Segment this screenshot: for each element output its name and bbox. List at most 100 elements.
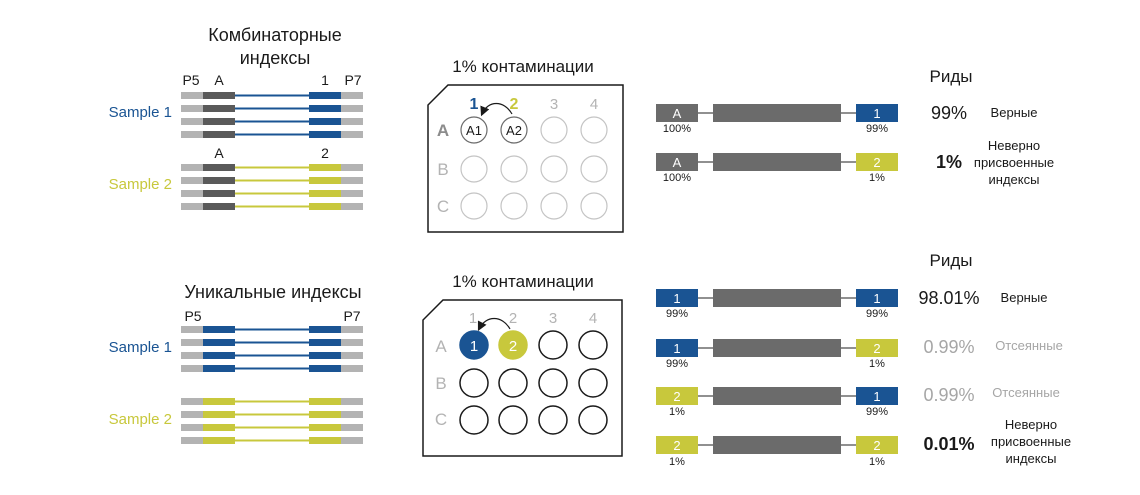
read-desc: Верные	[1001, 290, 1048, 305]
sample2-label: Sample 2	[109, 176, 172, 193]
read-right-index: 1	[873, 106, 880, 121]
well	[578, 330, 608, 360]
bottom-plate-title: 1% контаминации	[452, 272, 594, 291]
plate-wells	[460, 116, 608, 220]
fragment	[181, 339, 363, 346]
read-desc-line3: индексы	[989, 172, 1040, 187]
read-right-pct: 99%	[866, 406, 888, 418]
sample2-label: Sample 2	[109, 411, 172, 428]
well	[578, 368, 608, 398]
fragment	[181, 203, 363, 210]
read-value: 0.99%	[923, 385, 974, 405]
well	[460, 192, 488, 220]
p5-label: P5	[182, 72, 199, 88]
read-right-index: 2	[873, 341, 880, 356]
fragment	[181, 92, 363, 99]
read-desc-line2: присвоенные	[974, 155, 1054, 170]
plate-wells	[459, 330, 608, 435]
read-right-pct: 1%	[869, 358, 885, 370]
bottom-reads-panel: Риды 1 1 99% 99% 98.01% Верные 1 2 99% 1…	[656, 251, 1071, 468]
fragment	[181, 411, 363, 418]
read-desc-line3: индексы	[1006, 451, 1057, 466]
read-row: A 1 100% 99% 99% Верные	[656, 103, 1037, 135]
read-row: 2 2 1% 1% 0.01% Неверно присвоенные инде…	[656, 417, 1071, 468]
fragment	[181, 365, 363, 372]
combinatorial-title-line2: индексы	[240, 48, 311, 68]
read-desc-line1: Неверно	[1005, 417, 1057, 432]
bottom-plate-panel: 1% контаминации 1 2 3 4 A B C 1 2	[422, 272, 623, 457]
plate-row-a: A	[435, 337, 447, 356]
well	[498, 405, 528, 435]
read-left-index: A	[673, 155, 682, 170]
read-left-pct: 99%	[666, 308, 688, 320]
plate-outline	[422, 299, 623, 457]
read-row: 1 2 99% 1% 0.99% Отсеянные	[656, 337, 1063, 370]
read-desc-line2: присвоенные	[991, 434, 1071, 449]
read-right-pct: 99%	[866, 308, 888, 320]
unique-title: Уникальные индексы	[184, 282, 361, 302]
well	[580, 116, 608, 144]
well	[540, 116, 568, 144]
sample2-i7-label: 2	[321, 145, 329, 161]
read-value: 0.01%	[923, 434, 974, 454]
contamination-arrow	[480, 102, 513, 117]
well-2-label: 2	[509, 338, 517, 355]
well-a2-label: A2	[506, 123, 522, 138]
plate-col-3: 3	[549, 310, 557, 327]
read-right-index: 2	[873, 155, 880, 170]
read-right-index: 1	[873, 389, 880, 404]
combinatorial-title-line1: Комбинаторные	[208, 25, 342, 45]
well	[538, 330, 568, 360]
read-value: 99%	[931, 103, 967, 123]
fragment	[181, 164, 363, 171]
sample1-fragments	[181, 326, 363, 372]
bottom-reads-header: Риды	[930, 251, 973, 270]
plate-col-1: 1	[469, 310, 477, 327]
well-a1-label: A1	[466, 123, 482, 138]
well	[498, 368, 528, 398]
top-plate-panel: 1% контаминации 1 2 3 4 A B C A1 A2	[427, 57, 624, 233]
read-value: 1%	[936, 152, 962, 172]
contamination-arrow	[477, 317, 511, 332]
read-value: 0.99%	[923, 337, 974, 357]
sample1-i7-label: 1	[321, 72, 329, 88]
plate-col-2: 2	[510, 96, 519, 113]
sample1-label: Sample 1	[109, 339, 172, 356]
top-plate-title: 1% контаминации	[452, 57, 594, 76]
well-a2	[500, 116, 528, 144]
well	[538, 368, 568, 398]
read-right-index: 2	[873, 438, 880, 453]
fragment	[181, 424, 363, 431]
read-row: A 2 100% 1% 1% Неверно присвоенные индек…	[656, 138, 1054, 187]
plate-col-1: 1	[470, 96, 479, 113]
sample2-fragments	[181, 164, 363, 210]
sample2-i5-label: A	[214, 145, 224, 161]
fragment	[181, 105, 363, 112]
well	[580, 192, 608, 220]
read-right-pct: 1%	[869, 456, 885, 468]
well	[460, 155, 488, 183]
read-left-index: 1	[673, 341, 680, 356]
plate-col-3: 3	[550, 96, 558, 113]
read-desc-line1: Неверно	[988, 138, 1040, 153]
unique-indexes-panel: Уникальные индексы P5 P7 Sample 1 Sample…	[109, 282, 363, 444]
combinatorial-indexes-panel: Комбинаторные индексы P5 A 1 P7 Sample 1…	[109, 25, 363, 210]
well-a2	[498, 330, 528, 360]
read-desc: Отсеянные	[992, 385, 1060, 400]
p7-label: P7	[343, 308, 360, 324]
read-left-pct: 100%	[663, 172, 691, 184]
sample2-fragments	[181, 398, 363, 444]
read-right-index: 1	[873, 291, 880, 306]
plate-col-4: 4	[589, 310, 597, 327]
read-value: 98.01%	[918, 288, 979, 308]
well-a1	[459, 330, 489, 360]
fragment	[181, 131, 363, 138]
well	[459, 405, 489, 435]
read-row: 1 1 99% 99% 98.01% Верные	[656, 288, 1047, 320]
top-reads-panel: Риды A 1 100% 99% 99% Верные A 2 100% 1%…	[656, 67, 1054, 187]
sample1-label: Sample 1	[109, 104, 172, 121]
well	[540, 192, 568, 220]
read-left-index: A	[673, 106, 682, 121]
well	[538, 405, 568, 435]
well	[500, 192, 528, 220]
